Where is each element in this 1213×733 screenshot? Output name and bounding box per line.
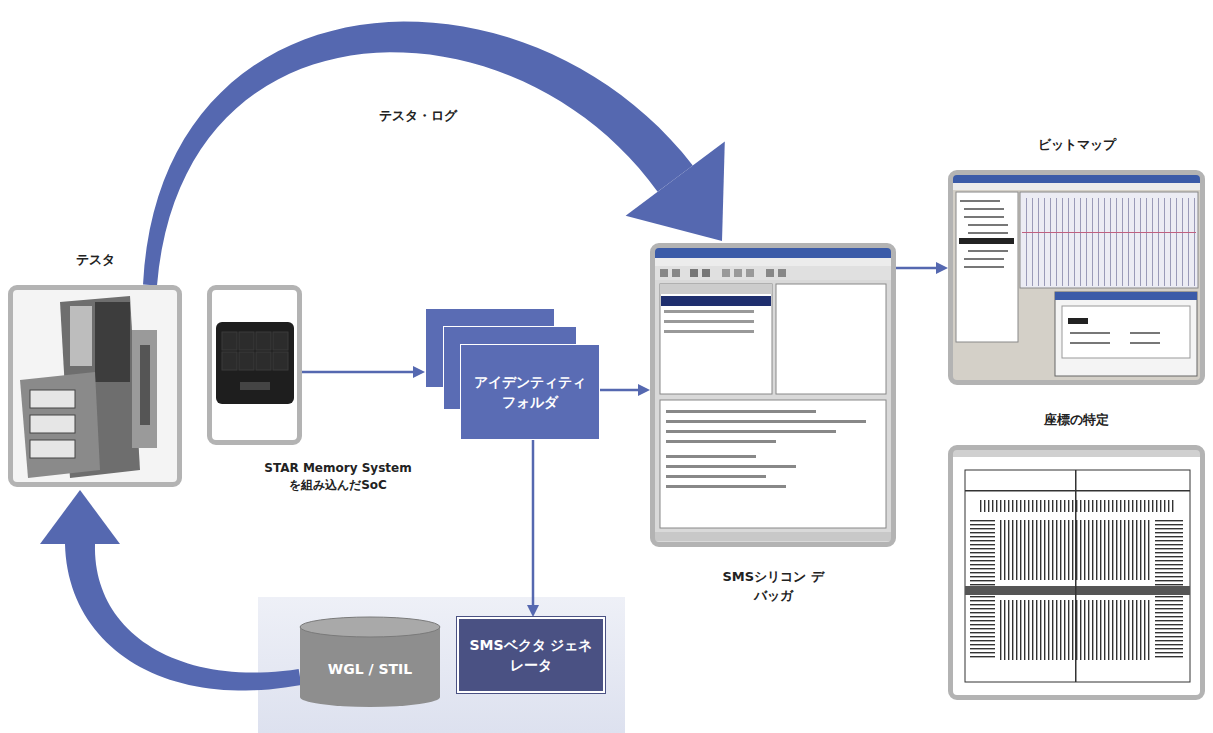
arrow-head <box>638 384 650 396</box>
database-label-box: WGL / STIL <box>300 617 440 707</box>
node-label: 座標の特定 <box>923 411 1213 430</box>
arrow-head <box>413 366 425 378</box>
identity-folder-stack: アイデンティティ フォルダ <box>425 308 600 440</box>
bitmap-screenshot <box>953 175 1200 380</box>
thick-arrow-body <box>143 22 693 286</box>
connector-line <box>896 267 936 270</box>
arrow-head <box>527 605 539 617</box>
connector-line <box>600 389 638 392</box>
edge-label: テスタ・ログ <box>375 106 461 126</box>
generator-box: SMSベクタ ジェネレータ <box>457 617 605 693</box>
node-label: ビットマップ <box>923 136 1213 155</box>
connector-arrow <box>896 262 948 274</box>
connector-line <box>302 371 413 374</box>
layout-screenshot <box>953 450 1200 695</box>
arrow-head <box>936 262 948 274</box>
layout-window: 座標の特定 <box>948 445 1205 700</box>
band-panel <box>258 597 625 733</box>
node-label: STAR Memory System を組み込んだSoC <box>260 460 416 495</box>
node-label: SMSベクタ ジェネレータ <box>467 635 595 676</box>
connector-line <box>532 440 535 605</box>
soc-box: STAR Memory System を組み込んだSoC <box>207 285 302 445</box>
chip-illustration <box>212 290 297 440</box>
node-label: WGL / STIL <box>328 659 412 679</box>
debugger-screenshot <box>655 248 891 542</box>
tester-illustration <box>13 290 177 482</box>
connector-arrow <box>40 490 301 691</box>
node-label: SMSシリコン デバッガ <box>717 568 829 606</box>
node-label: アイデンティティ フォルダ <box>469 372 591 413</box>
bitmap-window: ビットマップ <box>948 170 1205 385</box>
thick-arrow-body <box>65 544 301 691</box>
database-cylinder <box>300 617 440 707</box>
arrow-head <box>40 490 120 544</box>
connector-arrow <box>302 366 425 378</box>
debugger-window: SMSシリコン デバッガ <box>650 243 896 547</box>
connector-arrow <box>527 440 539 617</box>
tester-box: テスタ <box>8 285 182 487</box>
connector-arrow <box>143 22 725 286</box>
folder-front: アイデンティティ フォルダ <box>460 344 600 440</box>
node-label: テスタ <box>0 251 207 270</box>
connector-arrow <box>600 384 650 396</box>
arrow-head <box>626 141 725 241</box>
